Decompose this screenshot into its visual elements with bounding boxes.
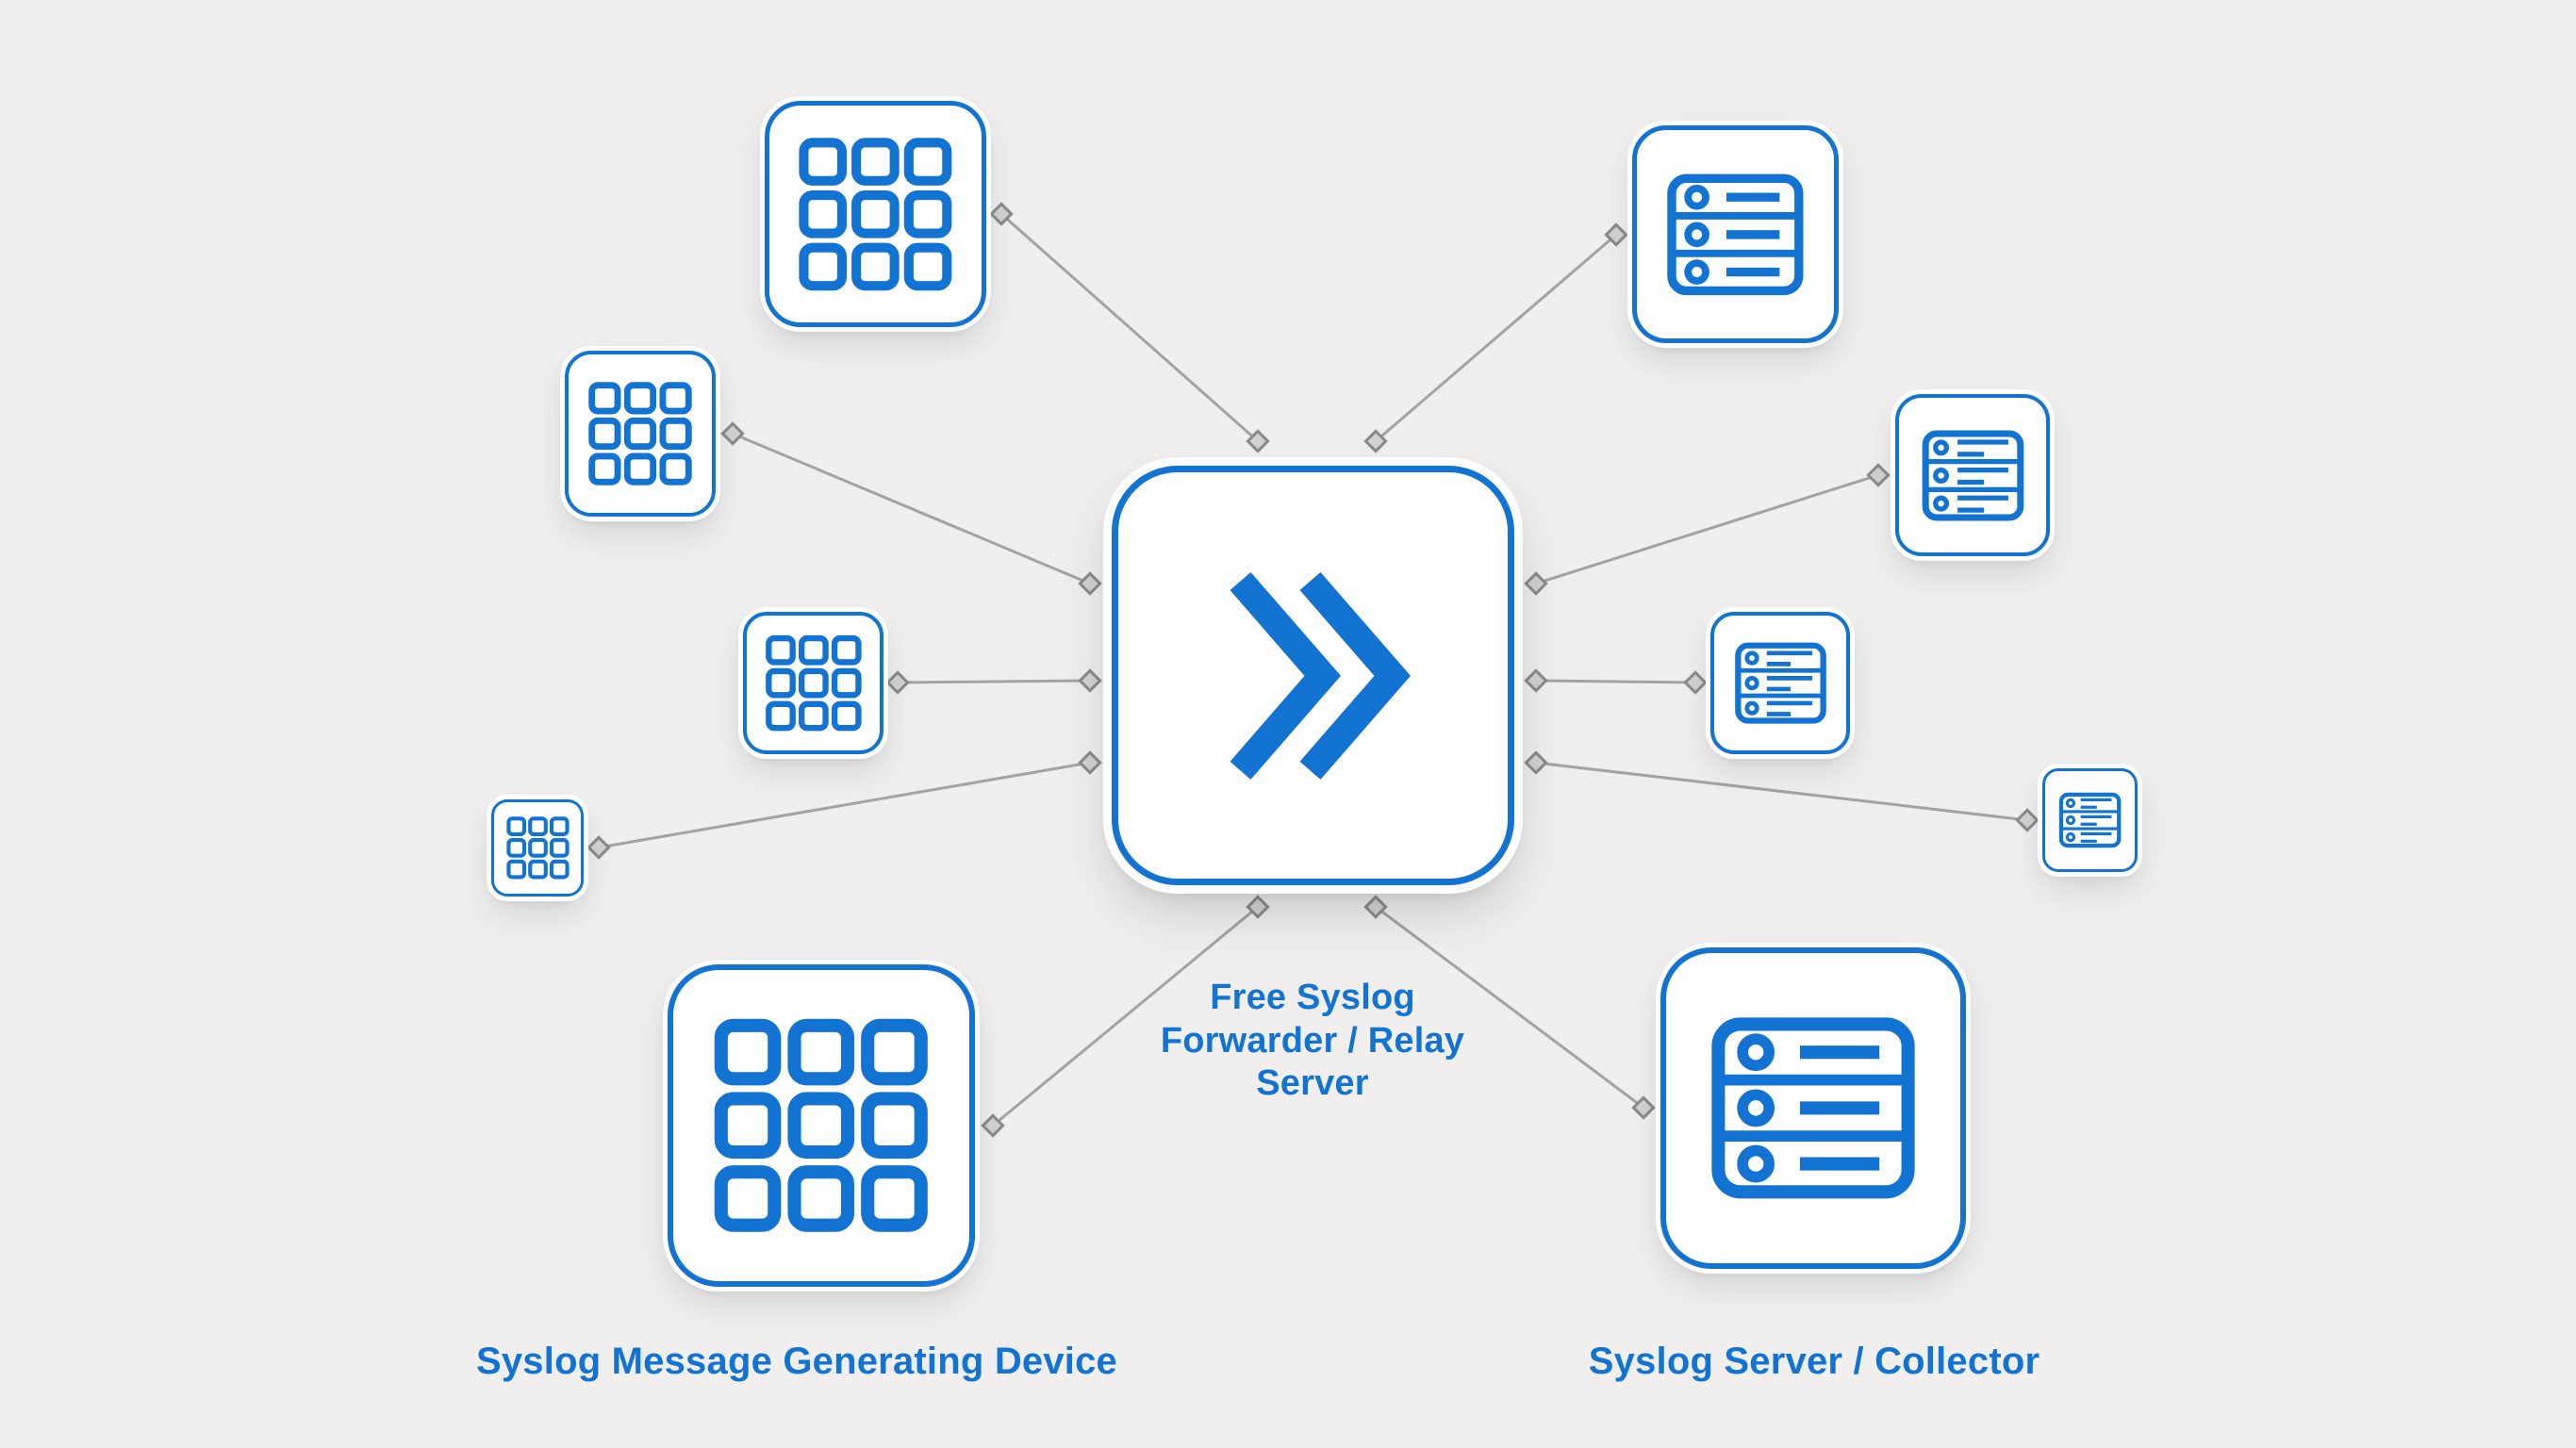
syslog-device-node-4 xyxy=(491,799,584,897)
syslog-device-node-1 xyxy=(765,101,986,327)
diamond-connector-icon xyxy=(885,670,910,695)
syslog-collector-node-4 xyxy=(2042,768,2138,872)
diamond-connector-icon xyxy=(720,421,745,446)
diamond-connector-icon xyxy=(1078,750,1102,775)
connection-line xyxy=(1535,761,2028,822)
syslog-device-node-3 xyxy=(743,612,883,754)
syslog-device-node-2 xyxy=(565,351,716,517)
diamond-connector-icon xyxy=(1524,571,1548,596)
diamond-connector-icon xyxy=(1524,668,1548,693)
diamond-connector-icon xyxy=(1604,222,1628,247)
syslog-device-node-5 xyxy=(668,964,975,1287)
grid-device-icon xyxy=(505,814,570,882)
hub-label: Free Syslog Forwarder / Relay Server xyxy=(1160,978,1465,1104)
diamond-connector-icon xyxy=(1078,571,1102,596)
diamond-connector-icon xyxy=(989,202,1014,226)
diamond-connector-icon xyxy=(1631,1095,1656,1120)
connection-line xyxy=(897,679,1091,684)
server-rack-icon xyxy=(1918,418,2028,534)
diamond-connector-icon xyxy=(1246,429,1270,453)
diamond-connector-icon xyxy=(2015,808,2039,832)
connection-line xyxy=(1375,905,1644,1110)
diamond-connector-icon xyxy=(586,835,611,860)
connection-line xyxy=(1535,679,1696,684)
connection-line xyxy=(992,905,1259,1127)
grid-device-icon xyxy=(796,133,955,296)
right-group-label: Syslog Server / Collector xyxy=(1588,1341,2040,1382)
syslog-collector-node-5 xyxy=(1660,947,1966,1269)
connection-line xyxy=(1000,212,1259,443)
diamond-connector-icon xyxy=(1524,750,1548,775)
grid-device-icon xyxy=(586,374,694,493)
server-rack-icon xyxy=(1731,633,1830,733)
diamond-connector-icon xyxy=(1246,895,1270,919)
syslog-collector-node-1 xyxy=(1632,125,1839,343)
relay-hub-node xyxy=(1112,466,1514,885)
connection-line xyxy=(598,761,1091,849)
diamond-connector-icon xyxy=(1078,668,1102,693)
connection-line xyxy=(732,432,1091,585)
double-chevron-forward-icon xyxy=(1188,546,1437,806)
syslog-collector-node-2 xyxy=(1895,394,2050,556)
grid-device-icon xyxy=(764,633,864,733)
syslog-collector-node-3 xyxy=(1710,612,1850,754)
server-rack-icon xyxy=(2056,783,2123,857)
connection-line xyxy=(1535,473,1879,585)
diamond-connector-icon xyxy=(1363,895,1388,919)
diamond-connector-icon xyxy=(981,1113,1005,1138)
connection-line xyxy=(1375,233,1617,443)
diamond-connector-icon xyxy=(1683,670,1708,695)
left-group-label: Syslog Message Generating Device xyxy=(475,1341,1117,1382)
server-rack-icon xyxy=(1661,156,1809,313)
diamond-connector-icon xyxy=(1866,463,1891,487)
server-rack-icon xyxy=(1703,992,1924,1225)
diamond-connector-icon xyxy=(1363,429,1388,453)
grid-device-icon xyxy=(710,1009,933,1242)
